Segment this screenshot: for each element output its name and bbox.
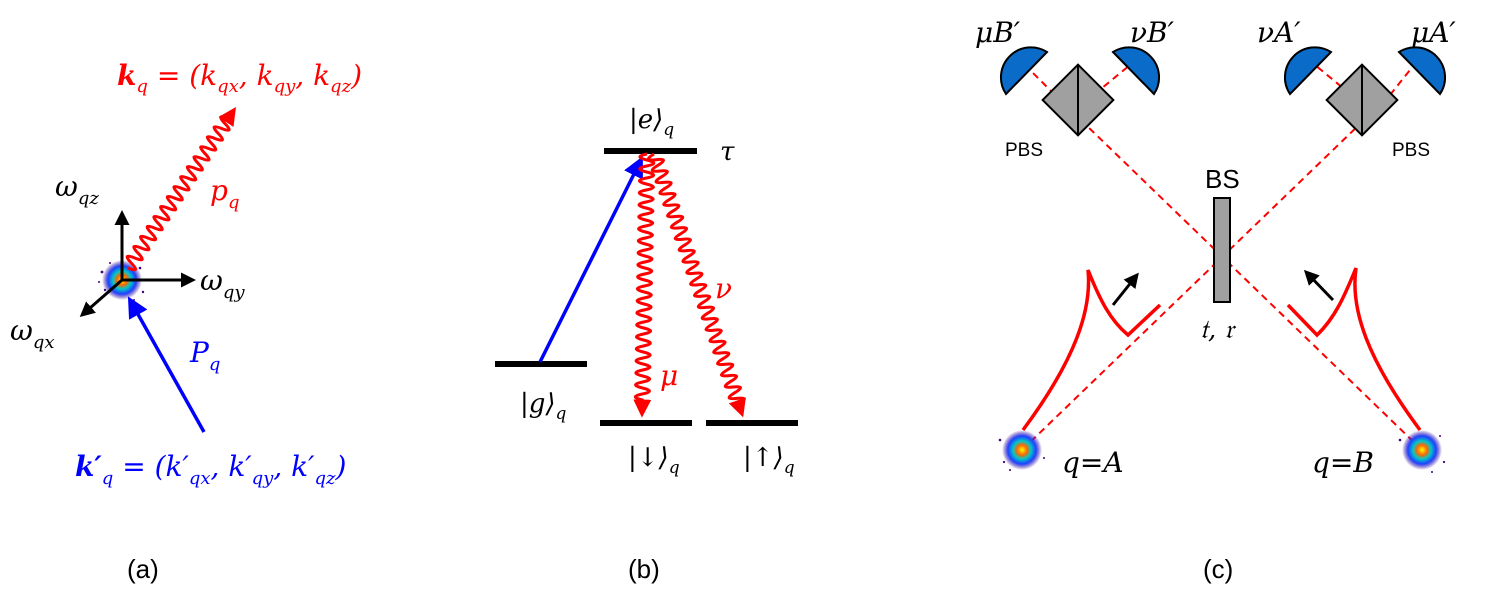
- k-out-label: 𝒌q = (kqx, kqy, kqz): [117, 59, 362, 97]
- atom-b-label: q=B: [1312, 446, 1374, 479]
- panel-c: BS 𝔱, 𝔯 PBS PBS μB′ νB′ νA′ μA′ q=A: [975, 16, 1456, 584]
- excited-state-label: |e⟩q: [629, 105, 674, 140]
- photon-out-label: pq: [210, 174, 239, 213]
- beam-splitter: [1213, 197, 1231, 303]
- axis-z-label: ωqz: [55, 170, 99, 209]
- pbs-right: [1325, 63, 1399, 137]
- pump-label: Pq: [189, 336, 220, 375]
- cone-a: [1021, 269, 1162, 432]
- pbs-left-label: PBS: [1005, 140, 1043, 161]
- emitted-photon-wave: [125, 107, 237, 272]
- axis-x-label: ωqx: [10, 314, 55, 353]
- decay-mu-wave: [633, 152, 656, 418]
- decay-nu-wave: [646, 152, 746, 418]
- detector-mu-b-icon: [999, 46, 1049, 96]
- pump-arrow: [127, 296, 206, 433]
- ground-state-label: |g⟩q: [520, 389, 567, 424]
- axis-x-arrow: [79, 278, 123, 317]
- det-label-2: νB′: [1130, 16, 1175, 49]
- detector-nu-a-icon: [1283, 46, 1333, 96]
- atom-c-b-icon: [1402, 430, 1442, 470]
- axis-y-label: ωqy: [200, 264, 245, 303]
- det-label-1: μB′: [975, 16, 1021, 49]
- down-state-label: |↓⟩q: [628, 443, 680, 478]
- nu-label: ν: [715, 272, 732, 305]
- k-in-label: 𝒌′q = (k′qx, k′qy, k′qz): [75, 450, 346, 489]
- detector-mu-a-icon: [1397, 46, 1447, 96]
- excitation-arrow: [538, 156, 643, 363]
- cone-a-arrow: [1111, 272, 1139, 306]
- up-state-label: |↑⟩q: [743, 443, 795, 478]
- panel-a: 𝒌q = (kqx, kqy, kqz) pq Pq ωqz ωqy ωqx 𝒌…: [10, 59, 362, 584]
- bs-label: BS: [1205, 164, 1240, 194]
- atom-c-speckle-icon: [998, 435, 1446, 473]
- det-label-3: νA′: [1257, 16, 1301, 49]
- mu-label: μ: [660, 359, 678, 392]
- beam-paths: [1021, 64, 1423, 451]
- cone-b-arrow: [1303, 269, 1335, 302]
- detector-nu-b-icon: [1111, 46, 1161, 96]
- panel-b: |e⟩q τ |g⟩q |↓⟩q |↑⟩q μ ν (b): [495, 105, 798, 584]
- caption-c: (c): [1203, 554, 1233, 584]
- pbs-right-label: PBS: [1392, 140, 1430, 161]
- caption-a: (a): [127, 554, 159, 584]
- bs-coeffs-label: 𝔱, 𝔯: [1200, 315, 1237, 345]
- lifetime-label: τ: [720, 137, 735, 167]
- det-label-4: μA′: [1411, 16, 1456, 49]
- caption-b: (b): [628, 554, 660, 584]
- cone-b: [1286, 267, 1422, 432]
- pbs-left: [1041, 63, 1115, 137]
- atom-a-label: q=A: [1062, 446, 1124, 479]
- atom-c-a-icon: [1002, 430, 1042, 470]
